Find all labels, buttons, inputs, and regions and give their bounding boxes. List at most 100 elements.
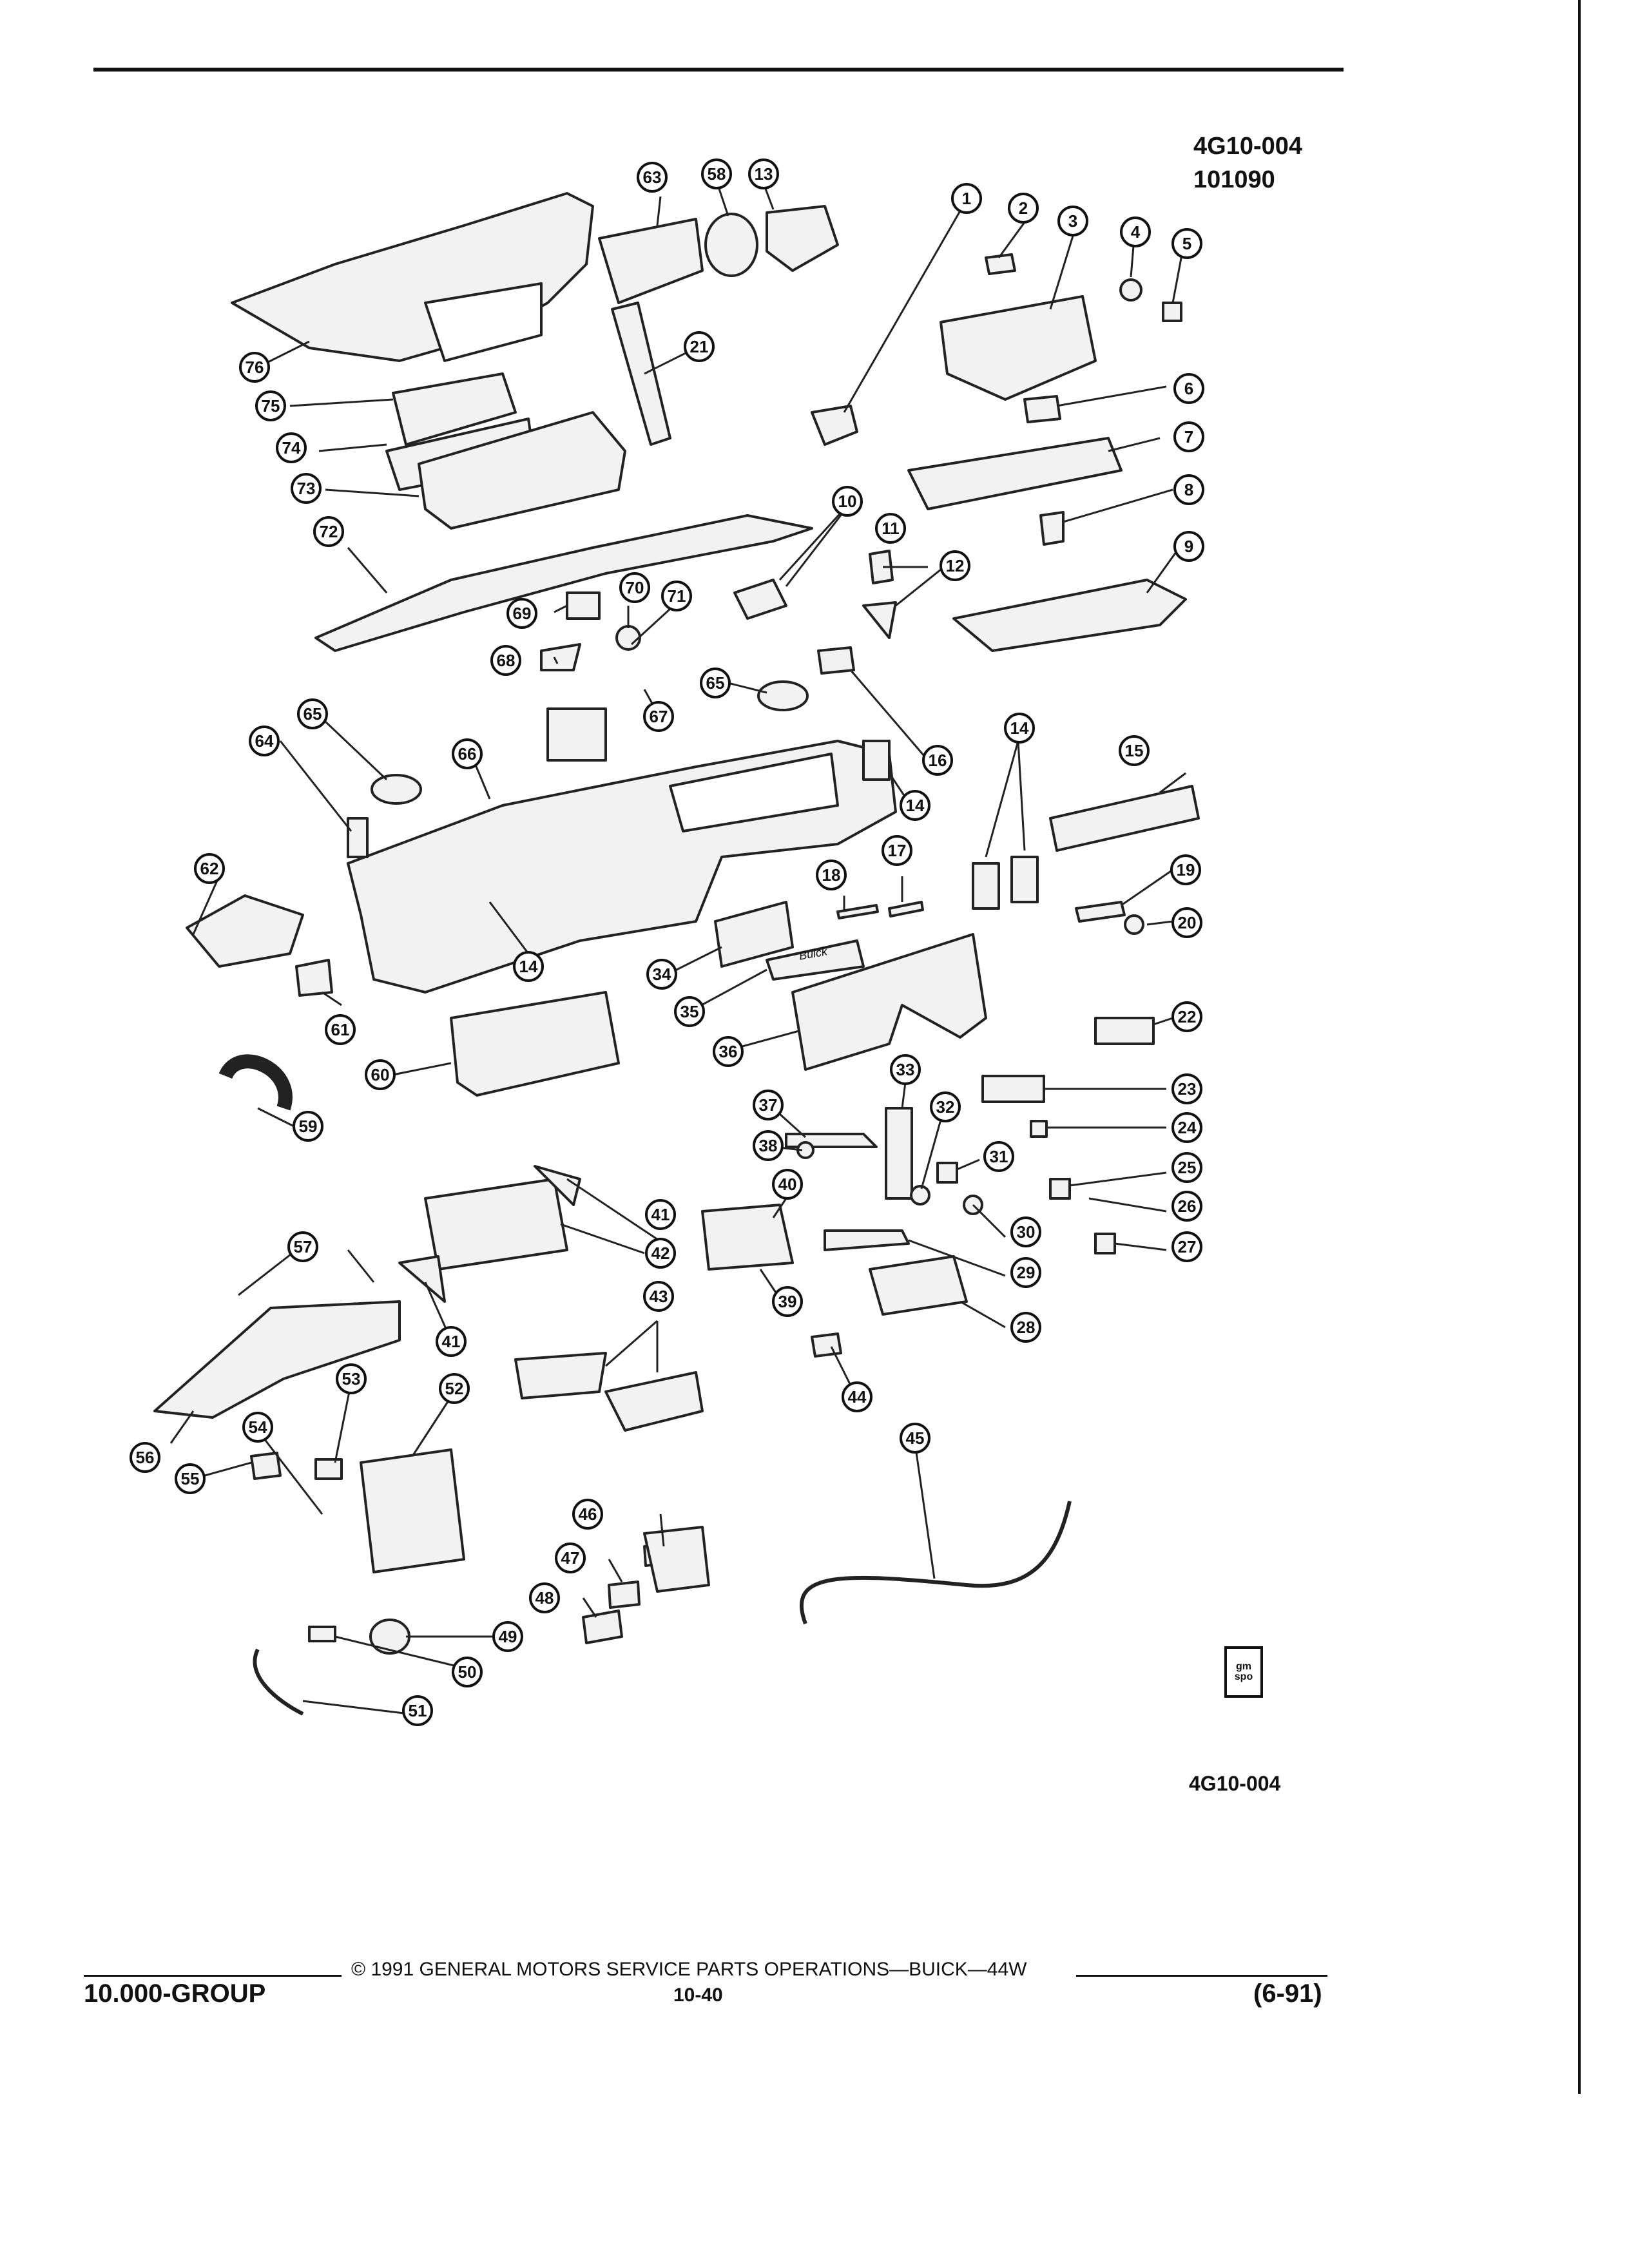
callout-31: 31 bbox=[983, 1141, 1014, 1172]
svg-text:13: 13 bbox=[755, 164, 773, 184]
svg-text:18: 18 bbox=[822, 865, 841, 885]
part-duct-panel bbox=[424, 282, 543, 362]
part-58 bbox=[704, 213, 758, 277]
part-22 bbox=[1094, 1017, 1155, 1045]
callout-73: 73 bbox=[291, 473, 322, 504]
svg-text:76: 76 bbox=[246, 358, 264, 377]
binding-edge-line bbox=[1578, 0, 1581, 2094]
svg-text:23: 23 bbox=[1178, 1079, 1197, 1099]
part-49 bbox=[369, 1619, 410, 1655]
part-23 bbox=[981, 1075, 1045, 1103]
svg-text:36: 36 bbox=[719, 1042, 738, 1061]
callout-72: 72 bbox=[313, 516, 344, 547]
callout-39: 39 bbox=[772, 1286, 803, 1317]
callout-37: 37 bbox=[753, 1090, 784, 1120]
part-panel-cluster bbox=[669, 753, 839, 832]
part-35 bbox=[766, 939, 865, 981]
drawing-ref-code: 4G10-004 bbox=[1193, 133, 1303, 160]
part-56 bbox=[153, 1300, 401, 1419]
svg-text:41: 41 bbox=[651, 1205, 670, 1224]
part-59 bbox=[218, 1054, 293, 1111]
part-6 bbox=[1023, 395, 1061, 423]
callout-4: 4 bbox=[1120, 216, 1151, 247]
part-14-vent-a bbox=[972, 862, 1000, 910]
svg-text:10: 10 bbox=[838, 492, 857, 511]
callout-25: 25 bbox=[1171, 1152, 1202, 1183]
callout-42: 42 bbox=[645, 1238, 676, 1269]
callout-49: 49 bbox=[492, 1621, 523, 1652]
callout-7: 7 bbox=[1173, 421, 1204, 452]
part-duct-73 bbox=[418, 411, 626, 530]
svg-text:61: 61 bbox=[331, 1020, 350, 1039]
part-16 bbox=[817, 646, 855, 675]
callout-71: 71 bbox=[661, 581, 692, 611]
part-42 bbox=[424, 1178, 568, 1271]
svg-text:14: 14 bbox=[906, 796, 925, 815]
svg-text:30: 30 bbox=[1017, 1222, 1036, 1242]
svg-text:50: 50 bbox=[458, 1662, 477, 1682]
svg-text:48: 48 bbox=[535, 1588, 554, 1608]
callout-34: 34 bbox=[646, 959, 677, 990]
svg-text:71: 71 bbox=[668, 586, 686, 606]
svg-text:51: 51 bbox=[409, 1701, 427, 1720]
callout-1: 1 bbox=[951, 183, 982, 214]
part-65-right bbox=[757, 680, 809, 711]
callout-43: 43 bbox=[643, 1281, 674, 1312]
svg-text:2: 2 bbox=[1019, 198, 1028, 218]
part-25 bbox=[1049, 1178, 1071, 1200]
callout-65-a: 65 bbox=[297, 698, 328, 729]
callout-69: 69 bbox=[506, 598, 537, 629]
part-61 bbox=[295, 959, 333, 997]
callout-63: 63 bbox=[637, 162, 668, 193]
svg-text:32: 32 bbox=[936, 1097, 955, 1117]
svg-text:47: 47 bbox=[561, 1548, 580, 1568]
part-51 bbox=[253, 1648, 304, 1716]
svg-text:28: 28 bbox=[1017, 1318, 1036, 1337]
part-14-vent-b bbox=[1010, 856, 1039, 903]
svg-text:19: 19 bbox=[1177, 860, 1195, 879]
svg-text:24: 24 bbox=[1178, 1118, 1197, 1137]
footer-page-number: 10-40 bbox=[673, 1984, 723, 2006]
drawing-ref-number: 101090 bbox=[1193, 166, 1275, 193]
leader-lines bbox=[169, 183, 1186, 1715]
svg-text:41: 41 bbox=[442, 1332, 461, 1351]
part-glovebox bbox=[940, 295, 1097, 401]
callout-61: 61 bbox=[325, 1014, 356, 1045]
svg-text:14: 14 bbox=[1010, 718, 1029, 738]
svg-text:63: 63 bbox=[643, 168, 662, 187]
callout-76: 76 bbox=[239, 352, 270, 383]
callout-9: 9 bbox=[1173, 531, 1204, 562]
svg-text:16: 16 bbox=[929, 751, 947, 770]
callout-14-c: 14 bbox=[513, 951, 544, 982]
callout-14-b: 14 bbox=[900, 790, 930, 821]
part-21 bbox=[611, 302, 671, 446]
part-4 bbox=[1119, 278, 1142, 302]
part-55 bbox=[250, 1452, 282, 1480]
svg-text:60: 60 bbox=[371, 1065, 390, 1084]
part-39 bbox=[701, 1204, 794, 1271]
callout-21: 21 bbox=[684, 331, 715, 362]
part-70 bbox=[615, 625, 641, 651]
svg-text:57: 57 bbox=[294, 1237, 313, 1256]
callout-48: 48 bbox=[529, 1582, 560, 1613]
footer-rule-left bbox=[84, 1975, 342, 1977]
callout-47: 47 bbox=[555, 1542, 586, 1573]
callout-27: 27 bbox=[1171, 1231, 1202, 1262]
callout-44: 44 bbox=[842, 1381, 872, 1412]
svg-text:72: 72 bbox=[320, 522, 338, 541]
callout-70: 70 bbox=[619, 572, 650, 603]
callout-56: 56 bbox=[130, 1442, 160, 1473]
part-62 bbox=[186, 894, 304, 968]
callout-3: 3 bbox=[1057, 206, 1088, 236]
part-43-a bbox=[514, 1352, 607, 1399]
callout-13: 13 bbox=[748, 159, 779, 189]
callout-64: 64 bbox=[249, 726, 280, 756]
part-5 bbox=[1162, 302, 1182, 322]
callout-bubbles: 1 2 3 4 5 6 7 8 9 10 11 12 13 14 14 14 1… bbox=[130, 159, 1204, 1726]
callout-46: 46 bbox=[572, 1499, 603, 1530]
footer-group: 10.000-GROUP bbox=[84, 1979, 266, 2008]
part-duct-75 bbox=[392, 372, 517, 446]
part-36 bbox=[791, 933, 987, 1071]
svg-text:8: 8 bbox=[1184, 480, 1193, 499]
